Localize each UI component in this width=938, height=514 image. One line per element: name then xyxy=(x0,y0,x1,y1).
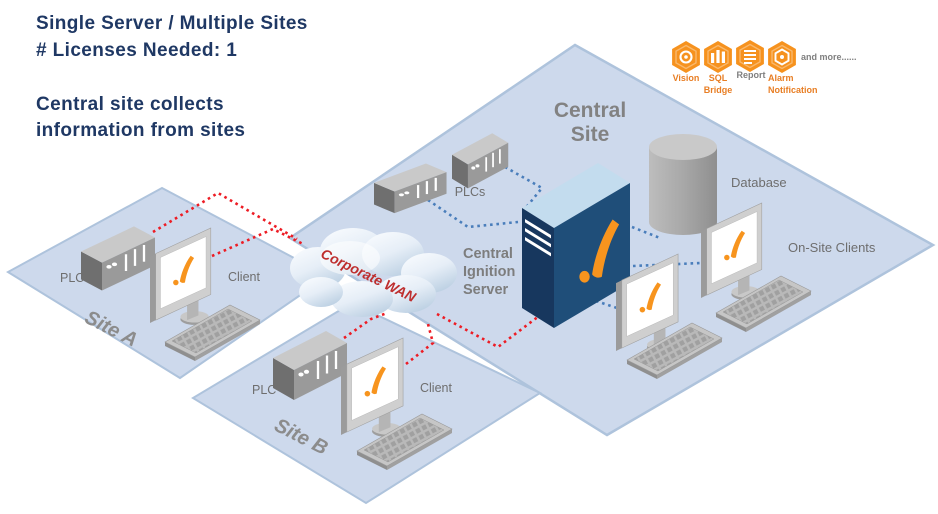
vision-module-icon xyxy=(671,40,701,74)
header-text-block: Single Server / Multiple Sites # License… xyxy=(36,13,308,141)
report-module-icon xyxy=(735,39,765,73)
server-front-face xyxy=(554,183,630,328)
more-modules-text: and more...... xyxy=(801,52,857,62)
site-b-client-label: Client xyxy=(420,381,452,395)
red-link-wan-server xyxy=(436,312,540,349)
page-title-line2: # Licenses Needed: 1 xyxy=(36,40,237,61)
vision-module-label: Vision xyxy=(673,73,700,83)
site-a-client-label: Client xyxy=(228,270,260,284)
page-title-line1: Single Server / Multiple Sites xyxy=(36,13,308,34)
alarm-module-label-line1: Alarm xyxy=(768,73,794,83)
page-subtitle-line2: information from sites xyxy=(36,120,245,141)
server-label-line2: Ignition xyxy=(463,264,515,280)
server-label-line1: Central xyxy=(463,246,513,262)
blue-link-plc2-server xyxy=(504,165,544,211)
server-top-face xyxy=(522,163,630,228)
onsite-clients-label: On-Site Clients xyxy=(788,240,876,255)
blue-link-server-database xyxy=(631,225,661,240)
sql-module-label-line2: Bridge xyxy=(704,85,733,95)
central-site-name-line1: Central xyxy=(554,99,626,122)
database-label: Database xyxy=(731,175,787,190)
page-subtitle-line1: Central site collects xyxy=(36,94,224,115)
sql-module-label-line1: SQL xyxy=(709,73,728,83)
red-link-sitea-plc-wan xyxy=(152,191,298,241)
alarm-notification-module-icon xyxy=(767,40,797,74)
red-link-siteb-client-wan xyxy=(405,323,435,366)
module-icons: Vision SQL Bridge Report Alarm Notificat… xyxy=(671,39,857,95)
alarm-module-label-line2: Notification xyxy=(768,85,818,95)
database-cylinder xyxy=(649,134,717,235)
server-label-line3: Server xyxy=(463,282,509,298)
server-vent-stripes xyxy=(525,219,551,257)
corporate-wan-cloud: Corporate WAN xyxy=(290,228,457,317)
central-ignition-server xyxy=(522,163,630,328)
plcs-label: PLCs xyxy=(455,185,486,199)
site-b-plc-label: PLC xyxy=(252,383,276,397)
server-left-face xyxy=(522,208,554,328)
site-a-plc-label: PLC xyxy=(60,271,84,285)
red-wan-links xyxy=(152,191,540,366)
central-site-name-line2: Site xyxy=(571,123,610,146)
report-module-label: Report xyxy=(737,70,766,80)
sql-bridge-module-icon xyxy=(703,40,733,74)
cloud-highlight xyxy=(320,241,380,275)
red-link-siteb-plc-wan xyxy=(343,311,388,340)
